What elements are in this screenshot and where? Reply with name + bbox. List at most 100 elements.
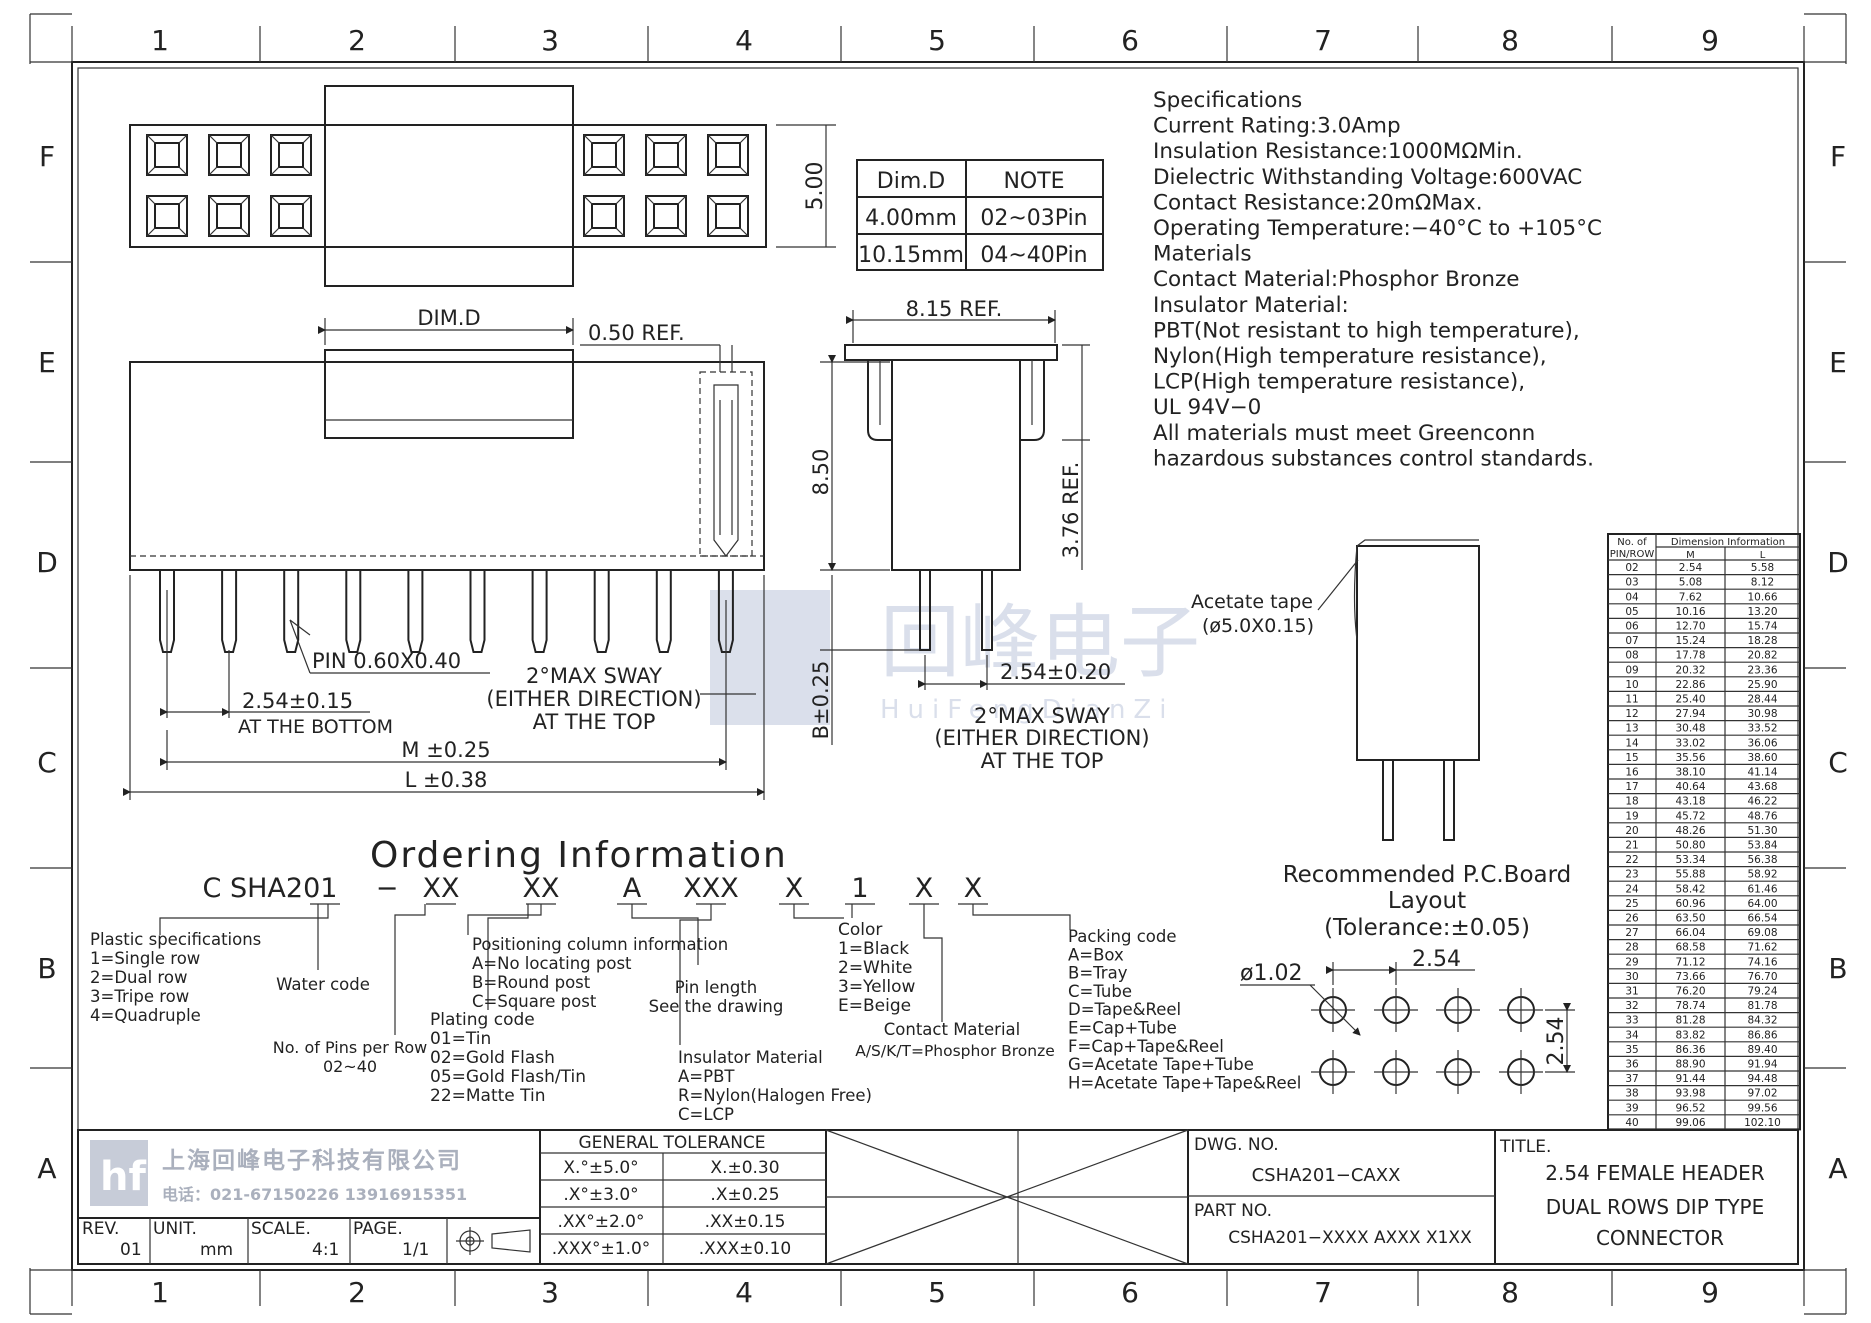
dim-info-pins: 22 [1625,854,1638,866]
grid-row-right-A: A [1828,1152,1847,1185]
dim-info-l: 51.30 [1747,825,1777,837]
company-phone: 电话：021-67150226 13916915351 [162,1185,467,1204]
order-leader-0 [159,904,329,935]
dim-info-m: 12.70 [1675,621,1705,633]
order-leader-10 [972,904,1071,930]
order-packing-6: F=Cap+Tape&Reel [1068,1037,1224,1056]
dim-info-l: 64.00 [1747,898,1777,910]
dim-info-pins: 20 [1625,825,1638,837]
dim-info-col-l: L [1760,550,1766,561]
dim-info-l: 53.84 [1747,840,1777,852]
dim-info-pins: 30 [1625,971,1638,983]
dim-info-l: 97.02 [1747,1088,1777,1100]
order-code-segment-4: A [623,873,642,904]
dim-info-pins: 07 [1625,635,1638,647]
logo-mark: hf [100,1154,146,1200]
order-plating-4: 22=Matte Tin [430,1086,546,1106]
order-leader-4 [487,904,529,1010]
front-pin [593,570,610,653]
spec-line-7: Contact Material:Phosphor Bronze [1153,267,1520,292]
grid-col-top-8: 8 [1501,24,1519,57]
order-code-segment-0: C SHA201 [203,873,338,904]
spec-line-6: Materials [1153,242,1252,267]
grid-col-top-5: 5 [928,24,946,57]
dim-info-l: 102.10 [1744,1117,1781,1129]
grid-col-bottom-7: 7 [1314,1276,1332,1309]
dim-info-l: 15.74 [1747,621,1777,633]
dim-info-l: 48.76 [1747,810,1777,822]
dim-info-pins: 10 [1625,679,1638,691]
dim-info-m: 63.50 [1675,913,1705,925]
dim-info-pins: 04 [1625,591,1639,603]
order-plastic-0: Plastic specifications [90,930,261,949]
order-positioning-2: B=Round post [472,973,591,992]
dim-info-pins: 27 [1625,927,1638,939]
order-plating-3: 05=Gold Flash/Tin [430,1067,586,1087]
dim-info-pins: 29 [1625,956,1638,968]
dim-info-m: 22.86 [1675,679,1705,691]
tolerance-linear-0: X.±0.30 [710,1158,779,1178]
dim-info-pins: 39 [1625,1102,1638,1114]
pin-size-label: PIN 0.60X0.40 [312,649,461,673]
pcb-hole-dia: ø1.02 [1240,961,1302,986]
dim-info-pins: 37 [1625,1073,1638,1085]
rev-value: 01 [120,1240,142,1260]
grid-row-left-B: B [37,952,56,985]
dim-info-m: 7.62 [1679,591,1702,603]
dim-info-l: 33.52 [1747,723,1777,735]
dim-info-m: 45.72 [1675,810,1705,822]
order-contact-0: Contact Material [884,1020,1020,1039]
order-positioning-0: Positioning column information [472,935,728,954]
dim-info-m: 27.94 [1675,708,1705,720]
order-pin_length-1: See the drawing [649,997,784,1016]
spec-line-8: Insulator Material: [1153,293,1349,318]
title-block: hf 上海回峰电子科技有限公司 电话：021-67150226 13916915… [77,1129,1799,1265]
dim-info-pins: 08 [1625,650,1638,662]
dwg-label: DWG. NO. [1194,1135,1279,1155]
order-plating-2: 02=Gold Flash [430,1048,555,1068]
dim-info-l: 30.98 [1747,708,1777,720]
dim-info-pins: 14 [1625,737,1639,749]
front-pin [469,570,486,653]
grid-col-bottom-1: 1 [151,1276,169,1309]
scale-value: 4:1 [312,1240,339,1260]
dim-info-m: 88.90 [1675,1059,1705,1071]
order-pins-1: 02~40 [323,1057,377,1076]
dim-info-l: 91.94 [1747,1059,1777,1071]
tolerance-title: GENERAL TOLERANCE [578,1133,765,1153]
dim-info-l: 10.66 [1747,591,1777,603]
front-pin [283,570,300,653]
dim-info-pins: 23 [1625,869,1638,881]
part-label: PART NO. [1194,1201,1272,1221]
order-insulator-3: C=LCP [678,1105,734,1124]
spec-line-3: Dielectric Withstanding Voltage:600VAC [1153,165,1582,190]
order-code-segment-6: X [785,873,804,904]
order-leader-5 [631,904,699,965]
dim-info-pins: 25 [1625,898,1638,910]
grid-row-left-E: E [38,346,56,379]
dim-info-m: 71.12 [1675,956,1705,968]
dim-info-l: 43.68 [1747,781,1777,793]
order-code-segment-5: XXX [683,873,739,904]
order-positioning-3: C=Square post [472,992,597,1011]
dim-info-pins: 11 [1625,694,1638,706]
dim-info-m: 86.36 [1675,1044,1705,1056]
order-packing-5: E=Cap+Tube [1068,1019,1177,1038]
dim-top-height: 5.00 [803,162,828,211]
dim-info-l: 20.82 [1747,650,1777,662]
front-pin [655,570,672,653]
sway2-line1: 2°MAX SWAY [974,704,1110,728]
dim-850: 8.50 [809,449,833,496]
sway1-line1: 2°MAX SWAY [526,664,662,688]
grid-col-top-6: 6 [1121,24,1139,57]
sway2-line3: AT THE TOP [981,749,1104,773]
dim-d-table: Dim.D NOTE 4.00mm 02~03Pin 10.15mm 04~40… [856,159,1104,271]
dim-info-pins: 26 [1625,913,1639,925]
order-plastic-1: 1=Single row [90,949,200,968]
dim-376-ref: 3.76 REF. [1059,462,1083,559]
dim-info-l: 94.48 [1747,1073,1777,1085]
order-packing-8: H=Acetate Tape+Tape&Reel [1068,1073,1301,1092]
dim-info-m: 73.66 [1675,971,1705,983]
dim-info-m: 60.96 [1675,898,1705,910]
